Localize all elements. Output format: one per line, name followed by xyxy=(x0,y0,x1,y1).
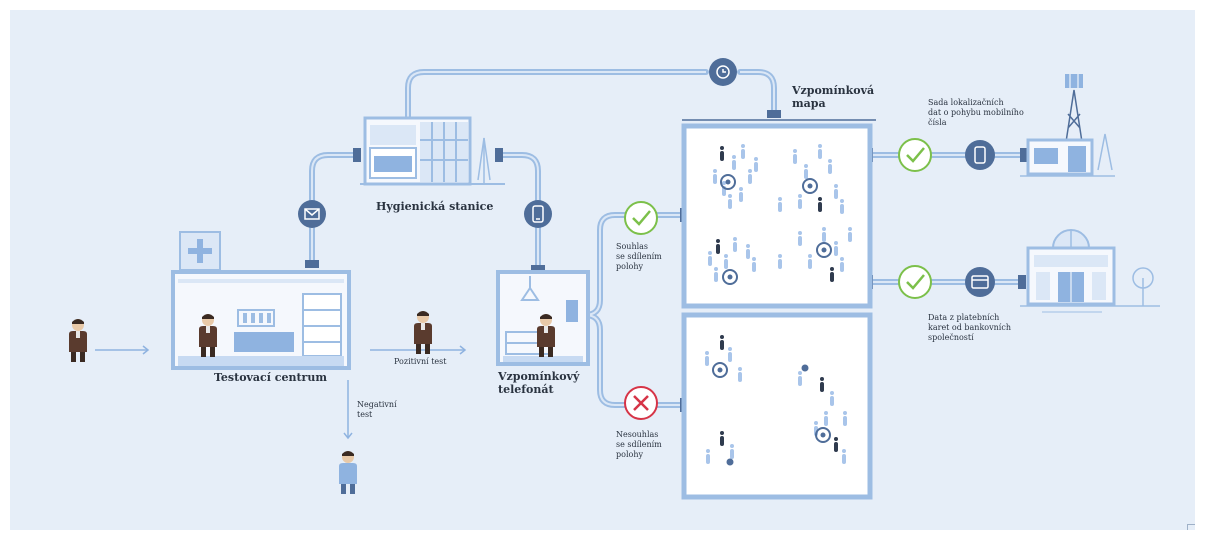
memory-map-panel-top xyxy=(681,119,876,309)
mobile-phone-icon xyxy=(965,140,995,170)
no-consent-cross-icon xyxy=(624,386,658,420)
testing-center-label: Testovací centrum xyxy=(214,371,327,384)
person-negative-icon xyxy=(339,451,357,494)
memory-map-label: Vzpomínková mapa xyxy=(792,84,875,110)
flow-arrows xyxy=(95,345,467,440)
mobile-operator-building xyxy=(1020,74,1115,177)
card-data-label: Data z platebních karet od bankovních sp… xyxy=(928,313,1011,342)
memory-map-panel-bottom xyxy=(681,312,873,500)
flow-diagram xyxy=(69,58,1160,500)
consent-label: Souhlas se sdílením polohy xyxy=(616,242,662,271)
consent-check-icon xyxy=(624,201,658,235)
clock-icon xyxy=(709,58,737,86)
negative-test-label: Negativní test xyxy=(357,400,397,419)
hygiene-station-building xyxy=(360,116,505,186)
email-icon xyxy=(298,200,326,228)
positive-test-label: Pozitivní test xyxy=(394,357,447,366)
mobile-data-label: Sada lokalizačních dat o pohybu mobilníh… xyxy=(928,98,1024,127)
person-icon xyxy=(69,319,87,362)
person-icon xyxy=(414,311,432,354)
diagram-canvas: Testovací centrum Hygienická stanice Vzp… xyxy=(10,10,1195,530)
bank-building xyxy=(1020,229,1160,313)
testing-center-building xyxy=(171,231,351,370)
card-check-icon xyxy=(898,265,932,299)
mobile-check-icon xyxy=(898,138,932,172)
phone-icon xyxy=(524,200,552,228)
memory-call-label: Vzpomínkový telefonát xyxy=(498,370,580,396)
hygiene-station-label: Hygienická stanice xyxy=(376,200,494,213)
connector-pipes-inner xyxy=(311,71,1025,406)
no-consent-label: Nesouhlas se sdílením polohy xyxy=(616,430,662,459)
credit-card-icon xyxy=(965,267,995,297)
